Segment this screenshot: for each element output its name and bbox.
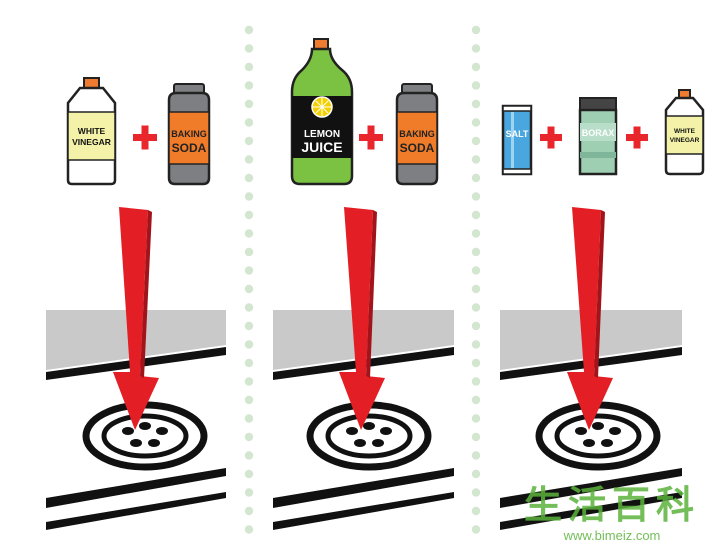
soda-label-line-2: SODA — [172, 141, 207, 155]
plus-icon — [133, 125, 157, 150]
baking-soda-container: BAKING SODA — [167, 83, 211, 186]
divider-dot — [244, 284, 254, 294]
divider-dot — [244, 469, 254, 479]
panel-divider-1 — [244, 25, 254, 534]
down-arrow-icon — [113, 207, 159, 430]
divider-dot — [471, 81, 481, 90]
divider-dot — [244, 303, 254, 312]
vinegar-label-line-2: VINEGAR — [670, 137, 700, 144]
white-vinegar-bottle: WHITE VINEGAR — [66, 77, 117, 186]
baking-soda-container: BAKING SODA — [395, 83, 439, 186]
divider-dot — [471, 25, 481, 35]
divider-dot — [471, 506, 481, 516]
divider-dot — [244, 99, 254, 109]
divider-dot — [471, 266, 481, 275]
divider-dot — [471, 395, 481, 405]
divider-dot — [471, 136, 481, 146]
borax-box: BORAX — [578, 97, 618, 176]
divider-dot — [471, 432, 481, 442]
divider-dot — [244, 25, 254, 35]
divider-dot — [244, 506, 254, 516]
divider-dot — [471, 62, 481, 72]
divider-dot — [244, 451, 254, 460]
divider-dot — [471, 247, 481, 257]
divider-dot — [244, 210, 254, 220]
divider-dot — [471, 469, 481, 479]
divider-dot — [471, 155, 481, 164]
drain-icon — [535, 401, 661, 471]
divider-dot — [244, 173, 254, 183]
watermark-logo: 生活百科 www.bimeiz.com — [524, 483, 700, 543]
borax-label: BORAX — [582, 128, 615, 138]
panel-2: LEMON JUICE BAKING SODA — [273, 38, 454, 530]
divider-dot — [244, 118, 254, 127]
divider-dot — [244, 155, 254, 164]
drain-icon — [82, 401, 208, 471]
divider-dot — [471, 377, 481, 386]
divider-dot — [471, 44, 481, 53]
divider-dot — [471, 192, 481, 201]
soda-label-line-2: SODA — [400, 141, 435, 155]
divider-dot — [244, 358, 254, 368]
divider-dot — [471, 118, 481, 127]
divider-dot — [244, 488, 254, 497]
divider-dot — [471, 303, 481, 312]
divider-dot — [244, 340, 254, 349]
divider-dot — [471, 321, 481, 331]
divider-dot — [471, 358, 481, 368]
down-arrow-icon — [339, 207, 385, 430]
divider-dot — [471, 229, 481, 238]
panel-divider-2 — [471, 25, 481, 534]
plus-icon — [540, 126, 562, 149]
divider-dot — [244, 414, 254, 423]
watermark-url-text: www.bimeiz.com — [563, 528, 661, 543]
drain-icon — [306, 401, 432, 471]
white-vinegar-bottle: WHITE VINEGAR — [664, 89, 705, 176]
divider-dot — [471, 210, 481, 220]
divider-dot — [244, 395, 254, 405]
plus-icon — [626, 126, 648, 149]
divider-dot — [471, 284, 481, 294]
divider-dot — [244, 44, 254, 53]
down-arrow-icon — [567, 207, 613, 430]
vinegar-label-line-2: VINEGAR — [72, 137, 111, 147]
vinegar-label-line-1: WHITE — [674, 128, 696, 135]
divider-dot — [471, 488, 481, 497]
divider-dot — [244, 525, 254, 534]
lemon-label-line-2: JUICE — [301, 139, 342, 155]
divider-dot — [244, 432, 254, 442]
divider-dot — [471, 525, 481, 534]
divider-dot — [244, 192, 254, 201]
lemon-label-line-1: LEMON — [304, 129, 340, 140]
salt-label: SALT — [506, 129, 529, 139]
divider-dot — [471, 173, 481, 183]
soda-label-line-1: BAKING — [399, 129, 435, 139]
watermark-chinese-text: 生活百科 — [524, 483, 700, 527]
divider-dot — [244, 247, 254, 257]
salt-canister: SALT — [501, 104, 533, 176]
lemon-juice-bottle: LEMON JUICE — [290, 38, 354, 186]
divider-dot — [244, 62, 254, 72]
panel-1: WHITE VINEGAR BAKING SODA — [46, 77, 226, 530]
divider-dot — [244, 229, 254, 238]
divider-dot — [471, 340, 481, 349]
divider-dot — [471, 451, 481, 460]
divider-dot — [471, 99, 481, 109]
divider-dot — [244, 136, 254, 146]
divider-dot — [244, 377, 254, 386]
divider-dot — [244, 81, 254, 90]
divider-dot — [244, 266, 254, 275]
divider-dot — [244, 321, 254, 331]
divider-dot — [471, 414, 481, 423]
soda-label-line-1: BAKING — [171, 129, 207, 139]
plus-icon — [359, 125, 383, 150]
vinegar-label-line-1: WHITE — [78, 126, 106, 136]
panel-3: SALT BORAX WHITE VINEGAR — [500, 89, 705, 530]
